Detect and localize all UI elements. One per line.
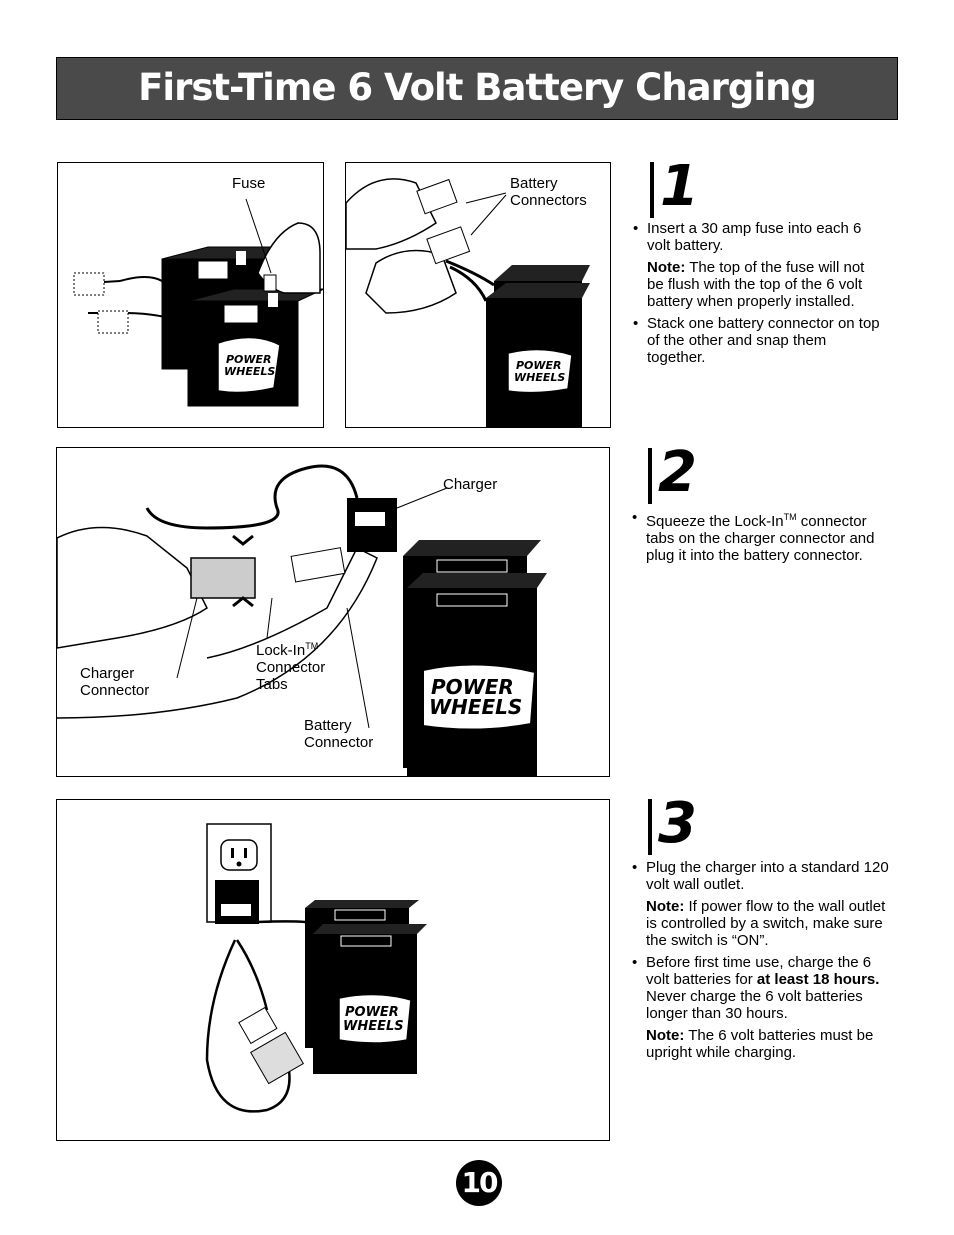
step-2-text: Squeeze the Lock-InTM connector tabs on … xyxy=(632,509,894,569)
fuse-label: Fuse xyxy=(232,175,266,192)
step-1-bullet-1: Insert a 30 amp fuse into each 6 volt ba… xyxy=(633,220,883,254)
charger-connector-label: Charger Connector xyxy=(80,665,150,699)
svg-text:POWER: POWER xyxy=(226,353,272,366)
svg-text:WHEELS: WHEELS xyxy=(224,365,275,378)
connectors-illustration: POWER WHEELS Battery Connectors xyxy=(345,162,611,428)
step-3-text: Plug the charger into a standard 120 vol… xyxy=(632,859,898,1066)
step-3-note-2: Note: The 6 volt batteries must be uprig… xyxy=(646,1027,874,1061)
svg-text:POWER: POWER xyxy=(431,675,514,699)
step-1-text: Insert a 30 amp fuse into each 6 volt ba… xyxy=(633,220,883,371)
outlet-illustration: POWER WHEELS xyxy=(56,799,610,1141)
connectors-drawing: POWER WHEELS xyxy=(346,178,590,427)
svg-text:WHEELS: WHEELS xyxy=(514,371,565,384)
charger-label: Charger xyxy=(443,476,498,493)
step-1-bullet-2: Stack one battery connector on top of th… xyxy=(633,315,883,366)
svg-text:WHEELS: WHEELS xyxy=(429,695,522,719)
title-bar: First-Time 6 Volt Battery Charging xyxy=(56,57,898,120)
step-1-note: Note: The top of the fuse will not be fl… xyxy=(647,259,865,310)
fuse-drawing: POWER WHEELS xyxy=(73,198,323,407)
svg-text:POWER: POWER xyxy=(516,359,562,372)
charger-illustration: POWER WHEELS Charger Lock-InTM Connector… xyxy=(56,447,610,777)
connectors-label: Battery Connectors xyxy=(510,175,587,209)
step-2-bullet-1: Squeeze the Lock-InTM connector tabs on … xyxy=(632,509,894,564)
fuse-illustration: POWER WHEELS Fuse xyxy=(57,162,324,428)
step-2-number: 2 xyxy=(648,440,708,505)
battery-connector-label: Battery Connector xyxy=(304,717,374,751)
page-number: 10 xyxy=(456,1160,502,1206)
outlet-drawing: POWER WHEELS xyxy=(205,823,427,1113)
svg-text:POWER: POWER xyxy=(345,1005,399,1020)
step-3-number: 3 xyxy=(648,791,708,856)
step-1-number: 1 xyxy=(650,154,710,219)
charger-drawing: POWER WHEELS xyxy=(57,464,547,776)
page-title: First-Time 6 Volt Battery Charging xyxy=(138,66,817,109)
step-3-bullet-2: Before first time use, charge the 6 volt… xyxy=(632,954,898,1022)
step-3-note-1: Note: If power flow to the wall outlet i… xyxy=(646,898,886,949)
lockin-tabs-label: Lock-InTM Connector Tabs xyxy=(256,641,326,693)
svg-text:WHEELS: WHEELS xyxy=(343,1019,404,1034)
step-3-bullet-1: Plug the charger into a standard 120 vol… xyxy=(632,859,898,893)
